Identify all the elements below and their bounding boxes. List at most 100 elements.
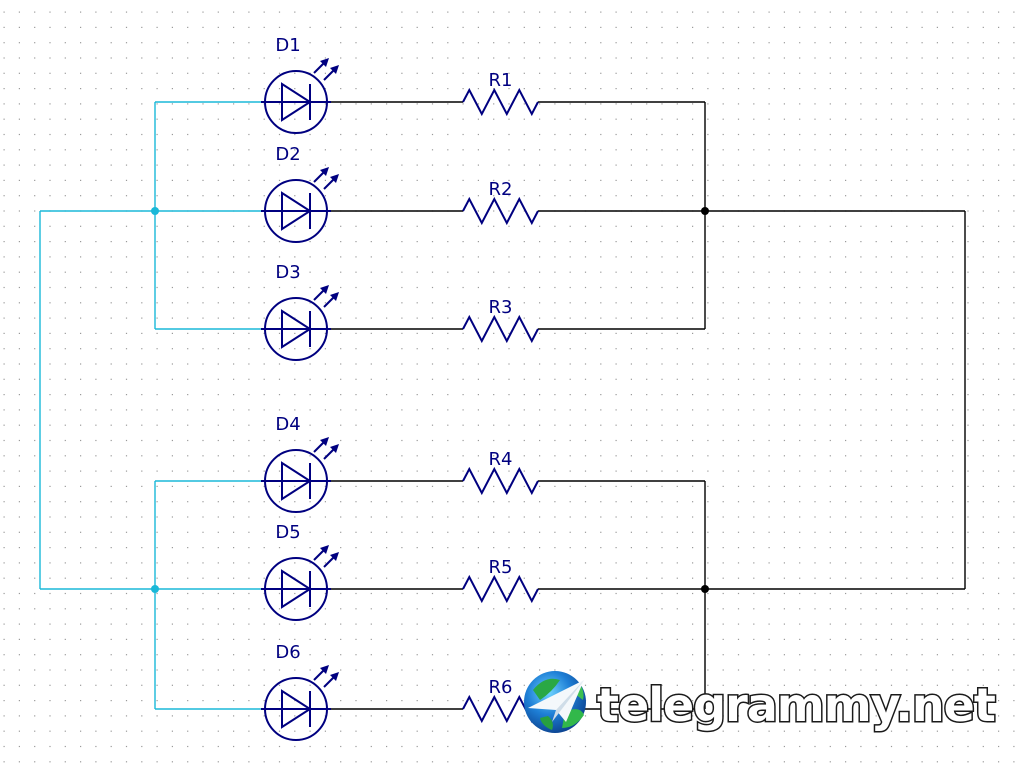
- grid-dot: [829, 225, 831, 227]
- resistor-r1[interactable]: [462, 87, 539, 117]
- grid-dot: [477, 164, 479, 166]
- grid-dot: [233, 439, 235, 442]
- grid-dot: [95, 455, 97, 457]
- grid-dot: [523, 501, 525, 503]
- led-d5[interactable]: [261, 545, 339, 621]
- resistor-r3[interactable]: [462, 314, 539, 344]
- grid-dot: [952, 256, 954, 258]
- grid-dot: [539, 470, 541, 472]
- grid-dot: [80, 332, 82, 334]
- grid-dot: [646, 592, 648, 595]
- grid-dot: [355, 470, 357, 472]
- grid-dot: [569, 241, 571, 243]
- grid-dot: [630, 241, 632, 243]
- grid-dot: [477, 149, 479, 151]
- grid-dot: [661, 592, 663, 595]
- grid-dot: [171, 547, 173, 549]
- grid-dot: [646, 562, 648, 564]
- grid-dot: [630, 88, 632, 90]
- grid-dot: [156, 638, 158, 640]
- grid-dot: [324, 241, 326, 243]
- grid-dot: [493, 271, 495, 273]
- grid-dot: [278, 577, 281, 579]
- grid-dot: [692, 485, 694, 487]
- grid-dot: [615, 72, 617, 74]
- grid-dot: [967, 286, 969, 289]
- grid-dot: [569, 195, 571, 197]
- grid-dot: [584, 225, 587, 227]
- grid-dot: [906, 470, 908, 472]
- grid-dot: [692, 348, 694, 350]
- grid-dot: [967, 26, 969, 28]
- grid-dot: [233, 26, 235, 28]
- grid-dot: [569, 608, 571, 610]
- grid-dot: [18, 348, 20, 350]
- grid-dot: [386, 164, 388, 166]
- resistor-r4[interactable]: [462, 466, 539, 496]
- grid-dot: [845, 179, 847, 181]
- grid-dot: [370, 501, 372, 503]
- grid-dot: [18, 210, 20, 212]
- grid-dot: [171, 623, 173, 625]
- grid-dot: [936, 501, 938, 503]
- grid-dot: [737, 241, 740, 243]
- grid-dot: [737, 501, 740, 503]
- grid-dot: [141, 72, 143, 74]
- grid-dot: [630, 118, 632, 120]
- grid-dot: [692, 562, 694, 564]
- grid-dot: [539, 547, 541, 549]
- grid-dot: [508, 700, 510, 702]
- grid-dot: [34, 562, 36, 564]
- grid-dot: [141, 332, 143, 334]
- grid-dot: [95, 302, 97, 304]
- grid-dot: [860, 669, 862, 671]
- grid-dot: [49, 715, 51, 717]
- grid-dot: [875, 638, 877, 640]
- led-d6[interactable]: [261, 665, 339, 741]
- grid-dot: [737, 164, 740, 166]
- grid-dot: [370, 547, 372, 549]
- led-d3[interactable]: [261, 285, 339, 361]
- grid-dot: [110, 149, 112, 151]
- grid-dot: [171, 286, 173, 289]
- grid-dot: [340, 26, 342, 28]
- grid-dot: [110, 745, 112, 748]
- grid-dot: [829, 409, 831, 411]
- grid-dot: [646, 195, 648, 197]
- grid-dot: [707, 88, 709, 90]
- grid-dot: [278, 149, 281, 151]
- grid-dot: [584, 516, 587, 518]
- grid-dot: [171, 164, 173, 166]
- grid-dot: [676, 501, 678, 503]
- grid-dot: [477, 302, 479, 304]
- grid-dot: [18, 531, 20, 533]
- grid-dot: [187, 133, 189, 136]
- grid-dot: [95, 608, 97, 610]
- grid-dot: [1013, 684, 1015, 686]
- resistor-r5[interactable]: [462, 574, 539, 604]
- grid-dot: [1013, 409, 1015, 411]
- grid-dot: [783, 745, 785, 748]
- grid-dot: [493, 592, 495, 595]
- grid-dot: [921, 761, 923, 763]
- grid-dot: [936, 378, 938, 380]
- grid-dot: [615, 531, 617, 533]
- grid-dot: [431, 669, 434, 671]
- grid-dot: [845, 516, 847, 518]
- led-d4[interactable]: [261, 437, 339, 513]
- grid-dot: [125, 394, 128, 396]
- grid-dot: [462, 26, 464, 28]
- grid-dot: [141, 700, 143, 702]
- grid-dot: [982, 761, 984, 763]
- grid-dot: [646, 608, 648, 610]
- resistor-r2[interactable]: [462, 196, 539, 226]
- led-d1[interactable]: [261, 58, 339, 134]
- grid-dot: [248, 57, 250, 59]
- grid-dot: [768, 547, 770, 549]
- grid-dot: [3, 179, 5, 181]
- grid-dot: [431, 715, 434, 717]
- led-d2[interactable]: [261, 167, 339, 243]
- grid-dot: [202, 409, 204, 411]
- grid-dot: [676, 332, 678, 334]
